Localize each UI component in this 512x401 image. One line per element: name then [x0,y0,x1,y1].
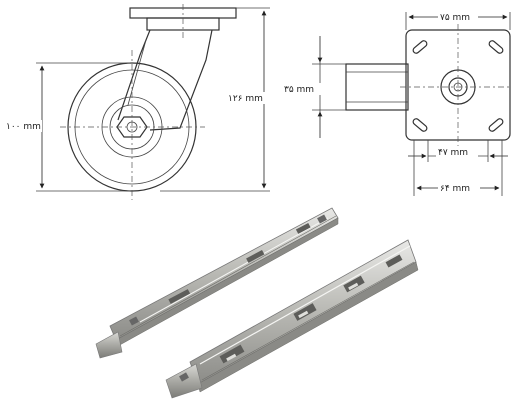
dim-overall-height: ۱۲۶ mm [228,94,263,104]
drawer-slide-rail-front [165,239,419,399]
dim-wheel-diameter: ۱۰۰ mm [6,122,41,132]
dim-hole-spacing-a: ۴۷ mm [438,148,468,158]
dim-plate-width: ۷۵ mm [440,13,470,23]
caster-stem [345,63,409,111]
plate-slot-bl [412,118,428,132]
drawer-slide-rail-back [95,207,339,359]
rail-back-slot-1 [168,289,191,304]
dim-hole-spacing-b: ۶۴ mm [440,184,470,194]
rail-front-slot-1 [219,344,245,364]
caster-top-view: ۷۵ mm ۳۵ mm ۴۷ mm ۶۴ mm [282,11,512,196]
plate-slot-tl [412,40,428,54]
caster-side-view: ۱۰۰ mm ۱۲۶ mm [4,4,270,200]
caster-fork [117,29,213,131]
rail-back-slot-3 [295,222,311,234]
dim-stem-width: ۳۵ mm [284,85,314,95]
rail-back-slot-2 [246,250,265,263]
plate-slot-tr [488,40,504,54]
rail-front-inner [165,363,203,399]
rail-front-slot-4 [385,254,403,268]
plate-slot-br [488,118,504,132]
rail-back-inner [95,331,123,359]
